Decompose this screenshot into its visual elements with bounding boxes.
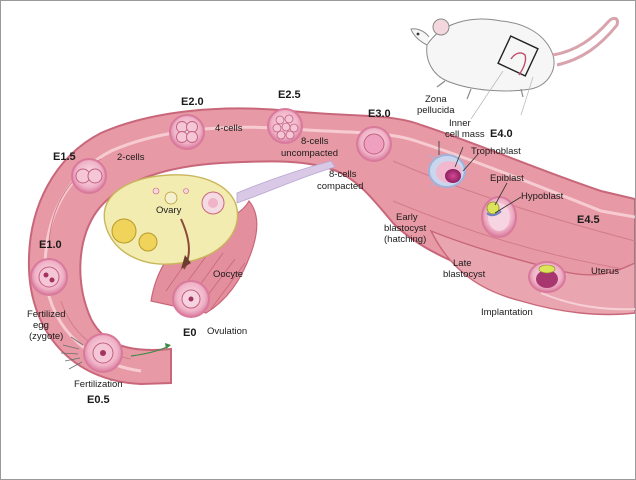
stage-e45: E4.5 (577, 214, 600, 226)
embryo-fertilization (60, 333, 171, 373)
ovarian-ligament (236, 160, 336, 204)
embryo-zygote (30, 258, 68, 296)
stage-e15: E1.5 (53, 151, 76, 163)
label-fertilization: Fertilization (74, 379, 123, 390)
label-epiblast: Epiblast (490, 173, 524, 184)
stage-e30: E3.0 (368, 108, 391, 120)
label-ovulation: Ovulation (207, 326, 247, 337)
label-zona-1: Zona (425, 94, 447, 105)
label-8-cells-compacted-2: compacted (317, 181, 363, 192)
label-late-blastocyst-2: blastocyst (443, 269, 486, 280)
label-implantation: Implantation (481, 307, 533, 318)
stage-e25: E2.5 (278, 89, 301, 101)
label-ovary: Ovary (156, 205, 182, 216)
pointer-lines (438, 141, 522, 214)
stage-e40: E4.0 (490, 128, 513, 140)
label-early-blastocyst-3: (hatching) (384, 234, 426, 245)
label-early-blastocyst-2: blastocyst (384, 223, 427, 234)
label-late-blastocyst-1: Late (453, 258, 472, 269)
embryo-8-cells-compacted (356, 126, 392, 162)
label-8-cells-uncompacted-1: 8-cells (301, 136, 329, 147)
stage-e10: E1.0 (39, 239, 62, 251)
label-icm-2: cell mass (445, 129, 485, 140)
embryo-late-blastocyst (528, 261, 566, 293)
label-uterus: Uterus (591, 266, 619, 277)
label-8-cells-uncompacted-2: uncompacted (281, 148, 338, 159)
zoom-lines (470, 70, 534, 120)
label-hypoblast: Hypoblast (521, 191, 564, 202)
embryo-2-cells (71, 158, 107, 194)
stage-e20: E2.0 (181, 96, 204, 108)
embryo-4-cells (169, 114, 205, 150)
label-8-cells-compacted-1: 8-cells (329, 169, 357, 180)
label-icm-1: Inner (449, 118, 471, 129)
embryo-8-cells-uncompacted (267, 108, 303, 144)
label-early-blastocyst-1: Early (396, 212, 418, 223)
label-2-cells: 2-cells (117, 152, 145, 163)
label-trophoblast: Trophoblast (471, 146, 521, 157)
mouse-illustration (410, 16, 619, 100)
embryo-early-blastocyst (428, 154, 466, 188)
ovary (103, 174, 239, 270)
stage-e05: E0.5 (87, 394, 110, 406)
label-fertilized-1: Fertilized (27, 309, 66, 320)
label-zona-2: pellucida (417, 105, 455, 116)
embryo-blastocyst-e40 (481, 196, 517, 238)
label-oocyte: Oocyte (213, 269, 243, 280)
stage-e0: E0 (183, 327, 196, 339)
label-fertilized-3: (zygote) (29, 331, 63, 342)
label-fertilized-2: egg (33, 320, 49, 331)
label-4-cells: 4-cells (215, 123, 243, 134)
embryo-oocyte (172, 280, 210, 318)
